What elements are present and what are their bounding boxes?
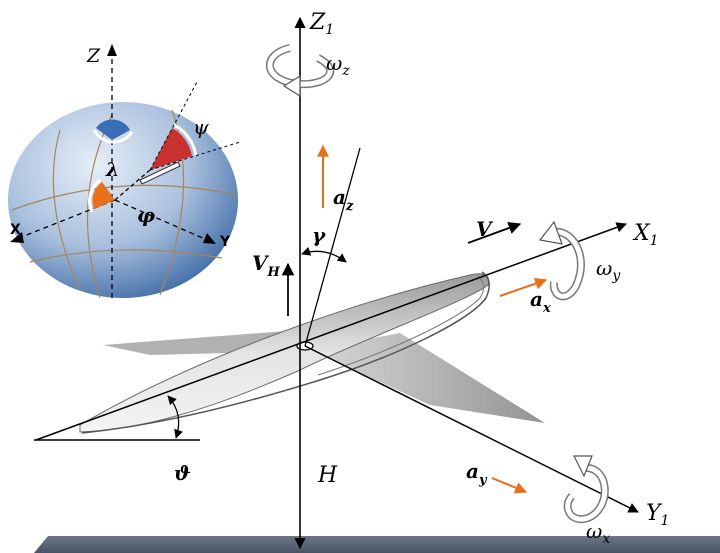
omega-z-label: ωz [326, 51, 350, 79]
globe-psi-arc [173, 123, 198, 157]
accel-z-label: az [333, 185, 354, 214]
globe-parallel-1 [11, 184, 237, 211]
globe-meridian-3 [86, 114, 113, 299]
globe-y-label: Y [219, 234, 231, 250]
omega-y-rotation-icon [538, 220, 585, 301]
omega-z-rotation-icon [266, 44, 335, 98]
vertical-velocity-label: VH [252, 251, 281, 280]
theta-arc [167, 395, 183, 439]
globe-phi-sector [92, 182, 115, 209]
globe-meridian-2 [159, 109, 185, 296]
gamma-arc [301, 247, 347, 263]
altitude-label: H [317, 463, 338, 488]
ground-plane [34, 536, 720, 553]
globe-phi-arc [88, 178, 101, 213]
globe-x-label: X [10, 222, 21, 238]
velocity-arrow [467, 221, 522, 244]
omega-y-label: ωy [596, 256, 621, 284]
globe-psi-ref-line [149, 79, 199, 171]
globe-lambda-sector [96, 119, 130, 140]
accel-x-arrow [499, 277, 548, 297]
globe-inset: Z X Y λ φ ψ [8, 44, 241, 300]
globe-lambda-label: λ [105, 159, 119, 181]
gamma-label: γ [312, 223, 326, 247]
x1-axis-label: X1 [632, 221, 659, 249]
globe-y-arrowhead [203, 233, 216, 244]
y1-axis [304, 345, 639, 513]
globe-aircraft-icon [139, 161, 181, 185]
globe-z-arrowhead [107, 44, 117, 56]
globe-psi-sector [150, 128, 192, 170]
globe-heading-line [149, 141, 241, 171]
x1-axis [35, 222, 627, 441]
omega-x-rotation-icon [563, 455, 609, 524]
globe-parallel-2 [29, 249, 223, 263]
velocity-label: V [476, 217, 494, 241]
aircraft-fuselage [79, 273, 490, 433]
globe-radius-line [114, 169, 151, 201]
globe-psi-label: ψ [193, 115, 209, 139]
aircraft-right-wing [310, 333, 545, 423]
aircraft [79, 271, 545, 434]
theta-label: ϑ [174, 461, 191, 485]
z1-axis-label: Z1 [309, 10, 334, 38]
globe-phi-label: φ [137, 203, 155, 227]
globe-meridian-1 [52, 129, 81, 291]
accel-x-label: ax [530, 287, 551, 316]
globe-lambda-arc [92, 129, 134, 144]
aircraft-fuselage-edge-2 [317, 275, 484, 376]
globe-z-label: Z [86, 45, 101, 67]
body-z-axis [304, 147, 361, 347]
accel-y-label: ay [466, 459, 488, 488]
y1-axis-label: Y1 [646, 501, 669, 529]
accel-y-arrow [491, 477, 528, 494]
globe-x-arrowhead [10, 232, 24, 243]
omega-x-label: ωx [586, 519, 610, 547]
